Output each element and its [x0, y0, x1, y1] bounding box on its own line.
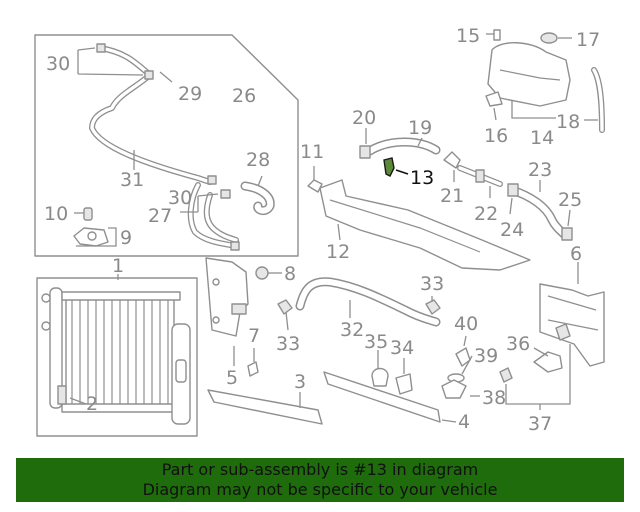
callout-6: 6 [570, 243, 582, 265]
clamp-icon [425, 299, 441, 315]
callout-20: 20 [352, 107, 376, 129]
clamp-icon [220, 189, 231, 199]
callout-24: 24 [500, 219, 524, 241]
drain-plug-icon [57, 385, 67, 405]
callout-19: 19 [408, 117, 432, 139]
callout-4: 4 [458, 411, 470, 433]
callout-33-right: 33 [420, 273, 444, 295]
thermostat-group [441, 323, 571, 410]
callout-17: 17 [576, 29, 600, 51]
callout-33-left: 33 [276, 333, 300, 355]
parts-34-35 [371, 350, 413, 395]
clamp-icon [96, 43, 106, 53]
callout-27: 27 [148, 205, 172, 227]
callout-7: 7 [248, 325, 260, 347]
callout-10: 10 [44, 203, 68, 225]
clamp-icon [144, 70, 154, 80]
callout-8: 8 [284, 263, 296, 285]
radiator-assembly [36, 274, 198, 437]
callout-40: 40 [454, 313, 478, 335]
callout-39: 39 [474, 345, 498, 367]
callout-11: 11 [300, 141, 324, 163]
callout-21: 21 [440, 185, 464, 207]
hose-19 [359, 128, 441, 159]
clamp-icon [230, 241, 240, 251]
part-9-10 [73, 207, 117, 247]
callout-16: 16 [484, 125, 508, 147]
callout-12: 12 [326, 241, 350, 263]
callout-30-mid: 30 [168, 187, 192, 209]
clamps-33 [277, 296, 441, 331]
callout-31: 31 [120, 169, 144, 191]
cap-icon [540, 32, 558, 44]
callout-18: 18 [556, 111, 580, 133]
callout-9: 9 [120, 227, 132, 249]
callout-5: 5 [226, 367, 238, 389]
callout-26: 26 [232, 85, 256, 107]
callout-2: 2 [86, 393, 98, 415]
clamp-icon [359, 145, 371, 159]
callout-15: 15 [456, 25, 480, 47]
callout-25: 25 [558, 189, 582, 211]
part-13-highlighted [383, 157, 409, 177]
callout-13-highlighted: 13 [410, 167, 434, 189]
reservoir-14 [485, 29, 605, 133]
banner-part-line: Part or sub-assembly is #13 in diagram [161, 460, 479, 479]
banner-disclaimer-line: Diagram may not be specific to your vehi… [142, 480, 498, 499]
callout-14: 14 [530, 127, 554, 149]
callout-labels: 1 2 3 4 5 6 7 8 9 10 11 12 13 14 15 16 1… [44, 25, 600, 435]
parts-diagram: 1 2 3 4 5 6 7 8 9 10 11 12 13 14 15 16 1… [34, 25, 605, 437]
callout-22: 22 [474, 203, 498, 225]
clamp-icon [507, 183, 519, 197]
callout-34: 34 [390, 337, 414, 359]
inset-panel [34, 34, 299, 257]
info-banner: Part or sub-assembly is #13 in diagram D… [16, 458, 624, 502]
clamp-icon [277, 299, 293, 315]
bracket-6 [539, 262, 605, 367]
callout-35: 35 [364, 331, 388, 353]
bracket-5 [205, 257, 259, 377]
callout-36: 36 [506, 333, 530, 355]
deflector-12 [307, 166, 531, 271]
callout-32: 32 [340, 319, 364, 341]
callout-37: 37 [528, 413, 552, 435]
clamp-icon [207, 175, 217, 185]
parts-21-22 [443, 151, 503, 198]
callout-1: 1 [112, 255, 124, 277]
callout-38: 38 [482, 387, 506, 409]
callout-30-top: 30 [46, 53, 70, 75]
callout-28: 28 [246, 149, 270, 171]
hose-23 [507, 180, 573, 241]
callout-3: 3 [294, 371, 306, 393]
clamp-icon [561, 227, 573, 241]
part-8 [255, 266, 282, 280]
callout-29: 29 [178, 83, 202, 105]
callout-23: 23 [528, 159, 552, 181]
deflectors-3-4 [207, 371, 457, 425]
hose-32 [295, 277, 441, 327]
